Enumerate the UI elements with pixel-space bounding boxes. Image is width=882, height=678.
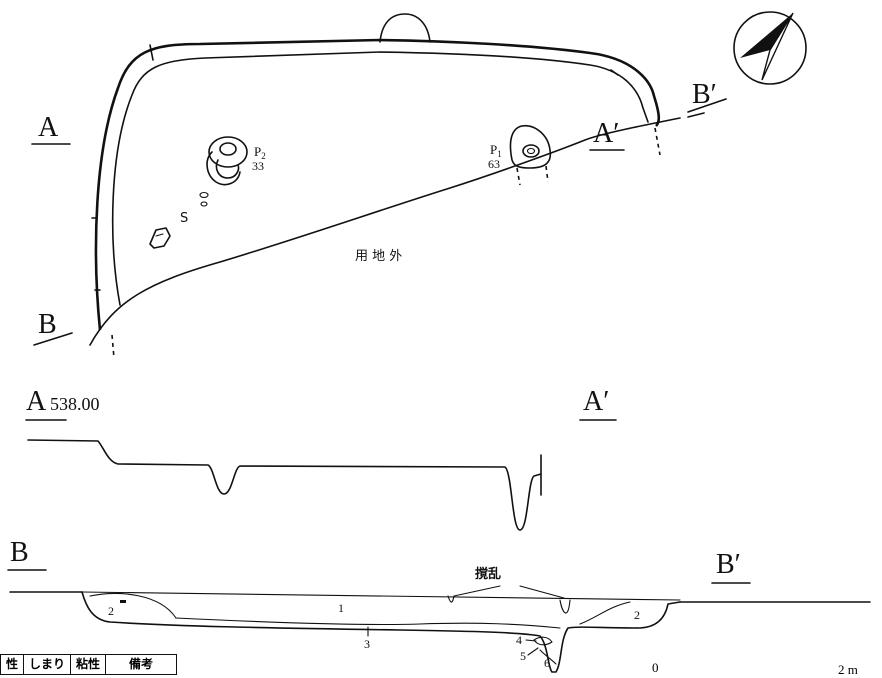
pit-p2-label: P2	[254, 144, 266, 161]
pit-p1-label: P1	[490, 142, 502, 159]
north-arrow-icon	[733, 11, 807, 85]
stone-label: S	[180, 211, 188, 226]
pit-p2-depth: 33	[252, 159, 264, 173]
plan-section-b-end: B′	[692, 79, 717, 110]
legend-col-viscosity: 粘性	[70, 655, 105, 674]
legend-col-compactness: しまり	[23, 655, 70, 674]
stone-s	[149, 227, 171, 249]
legend-col-property: 性	[0, 655, 23, 674]
layer-number: 2	[108, 604, 114, 618]
section-b-end-label: B′	[716, 549, 741, 580]
layer-number: 6	[544, 656, 550, 670]
outside-site-label: 用 地 外	[355, 249, 402, 264]
section-a-end-label: A′	[583, 386, 609, 417]
disturbance-label: 撹乱	[475, 566, 501, 582]
wall-projection	[379, 13, 431, 43]
section-a-elevation: 538.00	[50, 394, 100, 414]
plan-section-a-end: A′	[593, 118, 619, 149]
legend-table-header: 性 しまり 粘性 備考	[0, 654, 178, 675]
section-a-profile-line	[27, 439, 542, 531]
layer-number: 4	[516, 633, 522, 647]
section-a-start-label: A	[26, 386, 47, 417]
plan-section-a-start: A	[38, 112, 59, 143]
scale-max-label: 2 m	[838, 662, 858, 677]
plan-section-b-start: B	[38, 309, 57, 340]
section-b-start-label: B	[10, 537, 29, 568]
layer-number: 3	[364, 637, 370, 651]
scale-zero-label: 0	[652, 660, 659, 675]
section-b-profile-line	[81, 591, 681, 673]
small-stone	[200, 201, 208, 207]
legend-col-remarks: 備考	[105, 655, 176, 674]
pit-p1-depth: 63	[488, 157, 500, 171]
pit-p1	[509, 125, 552, 186]
pit-p2	[206, 136, 248, 186]
dwelling-inner-outline	[111, 51, 649, 306]
small-stone	[199, 191, 209, 199]
layer-number: 2	[634, 608, 640, 622]
site-boundary-line	[89, 117, 681, 346]
layer-number: 5	[520, 649, 526, 663]
dwelling-outer-outline	[94, 38, 661, 331]
layer-number: 1	[338, 601, 344, 615]
